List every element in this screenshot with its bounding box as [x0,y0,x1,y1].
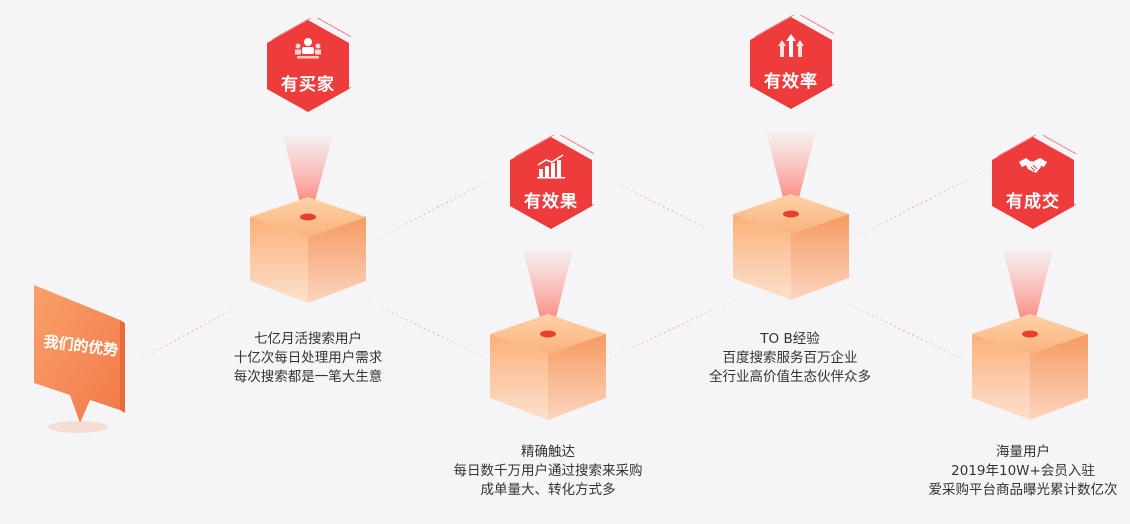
handshake-icon [1019,158,1047,173]
badge-label: 有效果 [524,192,578,212]
caption-line: 海量用户 [996,444,1050,460]
caption-line: 七亿月活搜索用户 [254,331,362,347]
caption-line: 每次搜索都是一笔大生意 [233,369,383,385]
caption-line: 爱采购平台商品曝光累计数亿次 [928,482,1118,498]
badge-label: 有买家 [281,75,335,95]
badge-label: 有成交 [1006,192,1060,212]
caption-line: 百度搜索服务百万企业 [722,350,858,366]
arrows-up-icon [778,34,804,57]
caption-line: 十亿次每日处理用户需求 [233,350,383,366]
caption-line: 精确触达 [521,444,575,460]
caption-line: TO B经验 [760,331,820,347]
beam [523,250,573,333]
advantages-sign: 我们的优势 [30,285,125,435]
caption-2: 精确触达 每日数千万用户通过搜索来采购 成单量大、转化方式多 [443,443,653,500]
cube-4 [970,312,1090,422]
chart-icon [537,154,565,179]
caption-4: 海量用户 2019年10W+会员入驻 爱采购平台商品曝光累计数亿次 [923,443,1123,500]
badge-deals: 有成交 [990,135,1076,231]
beam [766,132,816,213]
beam [283,135,333,215]
badge-results: 有效果 [508,135,594,231]
badge-buyers: 有买家 [265,18,351,114]
buyers-icon [295,38,321,59]
beam [1003,250,1053,333]
caption-line: 2019年10W+会员入驻 [951,463,1095,479]
cube-2 [488,312,608,422]
caption-line: 每日数千万用户通过搜索来采购 [453,463,643,479]
caption-3: TO B经验 百度搜索服务百万企业 全行业高价值生态伙伴众多 [700,330,880,387]
caption-line: 全行业高价值生态伙伴众多 [709,369,871,385]
badge-efficiency: 有效率 [748,15,834,111]
cube-1 [248,195,368,305]
cube-3 [731,192,851,302]
badge-label: 有效率 [764,72,818,92]
caption-line: 成单量大、转化方式多 [480,482,616,498]
caption-1: 七亿月活搜索用户 十亿次每日处理用户需求 每次搜索都是一笔大生意 [218,330,398,387]
